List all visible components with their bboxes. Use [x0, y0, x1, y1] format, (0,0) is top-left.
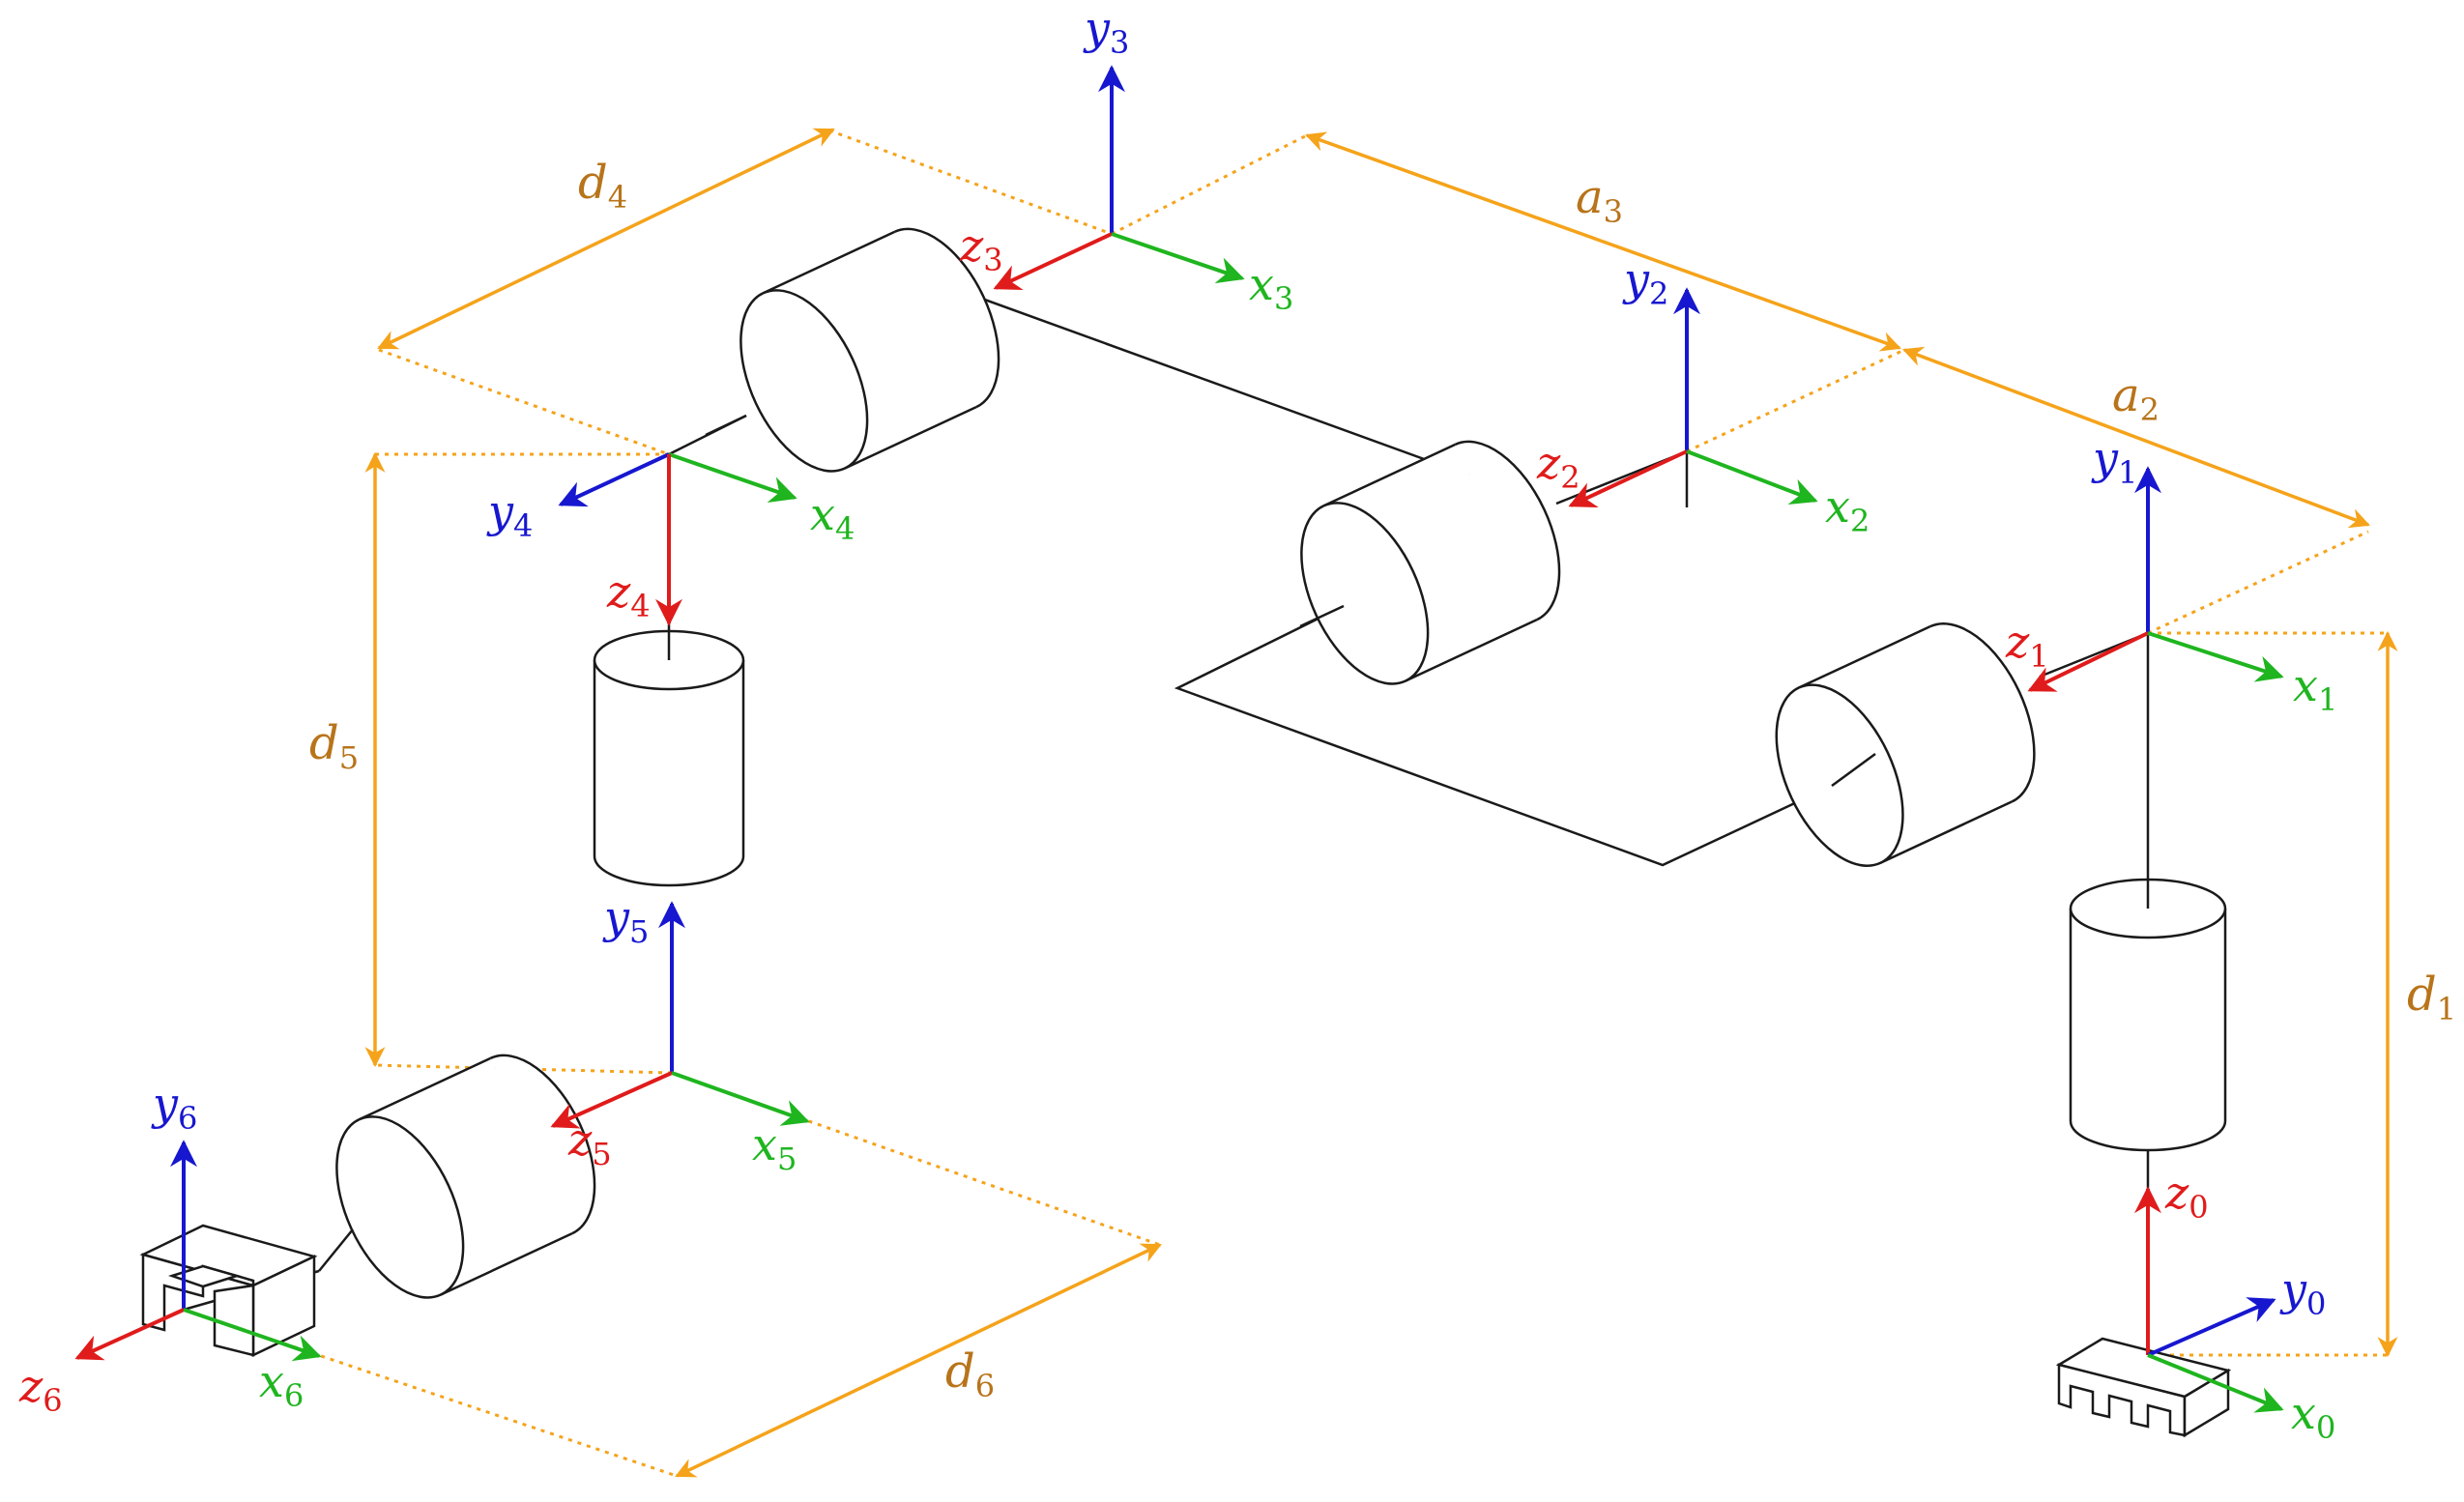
z0-label: z0 — [2164, 1167, 2209, 1226]
x2-label: x2 — [1825, 480, 1870, 539]
z3-axis-arrow — [993, 232, 1113, 291]
joint-3-cylinder — [1300, 440, 1561, 685]
x1-label: x1 — [2293, 659, 2337, 718]
d4-dimension-arrow — [377, 128, 835, 350]
x2-axis-arrow — [1686, 449, 1818, 505]
x3-label: x3 — [1249, 258, 1293, 317]
d1-label: d1 — [2407, 968, 2456, 1027]
z4-label: z4 — [606, 565, 651, 624]
x3-axis-arrow — [1111, 232, 1245, 284]
y0-label: y0 — [2279, 1263, 2326, 1322]
a3-dimension-arrow — [1305, 131, 1901, 352]
x4-axis-arrow — [668, 452, 797, 503]
a2-label: a2 — [2112, 368, 2160, 428]
z2-axis-arrow — [1568, 449, 1688, 508]
x0-axis-arrow — [2147, 1353, 2284, 1413]
joint-2-cylinder — [1775, 621, 2036, 867]
joint-1-base-cylinder — [2069, 878, 2227, 1152]
y2-label: y2 — [1622, 253, 1668, 312]
d6-label: d6 — [945, 1344, 995, 1404]
x1-axis-arrow — [2147, 631, 2284, 682]
gripper-block — [139, 1224, 318, 1357]
d5-label: d5 — [309, 716, 359, 776]
y5-label: y5 — [602, 891, 649, 950]
a2-dimension-arrow — [1902, 346, 2370, 529]
x0-label: x0 — [2291, 1387, 2335, 1446]
z1-label: z1 — [2005, 616, 2049, 675]
z6-axis-arrow — [74, 1308, 185, 1361]
x5-axis-arrow — [671, 1071, 810, 1126]
x6-label: x6 — [259, 1355, 304, 1414]
z6-label: z6 — [18, 1360, 63, 1419]
joint-4-cylinder — [739, 227, 1000, 473]
cylinder-axis-stubs — [318, 414, 1876, 1272]
y6-label: y6 — [151, 1078, 197, 1137]
x6-axis-arrow — [183, 1308, 322, 1362]
y1-label: y1 — [2091, 432, 2137, 491]
z2-label: z2 — [1536, 437, 1580, 496]
d6-dimension-arrow — [675, 1243, 1162, 1478]
a3-label: a3 — [1576, 170, 1623, 230]
z5-axis-arrow — [550, 1071, 673, 1129]
dotted-guide-lines — [183, 129, 2388, 1478]
x5-label: x5 — [752, 1118, 797, 1177]
z1-axis-arrow — [2027, 631, 2149, 692]
z5-label: z5 — [567, 1113, 612, 1172]
y4-label: y4 — [486, 485, 533, 544]
y4-axis-arrow — [558, 452, 670, 507]
x4-label: x4 — [810, 488, 855, 547]
joint-6-cylinder — [335, 1054, 596, 1299]
y0-axis-arrow — [2147, 1297, 2276, 1357]
z3-label: z3 — [959, 219, 1003, 278]
base-block — [2055, 1337, 2232, 1438]
d4-label: d4 — [578, 156, 627, 216]
y3-label: y3 — [1083, 2, 1129, 61]
joint-5-cylinder — [593, 629, 745, 887]
